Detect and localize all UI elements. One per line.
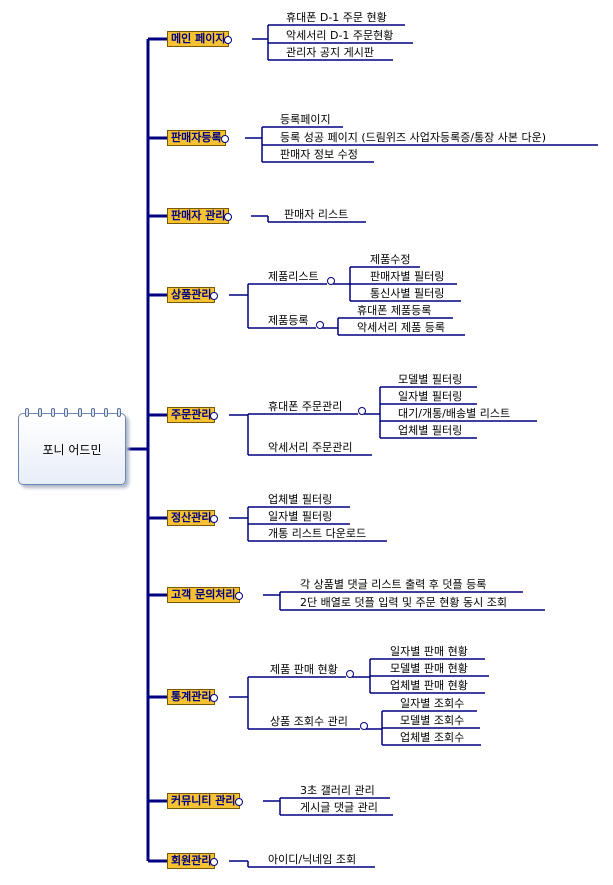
leaf-porder-1[interactable]: 일자별 필터링 xyxy=(398,390,463,403)
leaf-preg-1[interactable]: 악세서리 제품 등록 xyxy=(357,321,445,334)
leaf-sales-0[interactable]: 일자별 판매 현황 xyxy=(390,645,468,658)
leaf-inquiry-1[interactable]: 2단 배열로 덧플 입력 및 주문 현황 동시 조회 xyxy=(300,596,508,609)
root-node[interactable]: 포니 어드민 xyxy=(18,408,126,485)
leaf-porder-0[interactable]: 모델별 필터링 xyxy=(398,373,463,386)
group-product-list-dot xyxy=(327,277,335,285)
notebook-rings xyxy=(25,408,121,418)
section-order-management[interactable]: 주문관리 xyxy=(167,407,220,423)
group-view-count[interactable]: 상품 조회수 관리 xyxy=(270,715,348,728)
leaf-sales-1[interactable]: 모델별 판매 현황 xyxy=(390,662,468,675)
group-product-reg-dot xyxy=(316,321,324,329)
leaf-sales-2[interactable]: 업체별 판매 현황 xyxy=(390,679,468,692)
section-customer-inquiry[interactable]: 고객 문의처리 xyxy=(167,587,243,603)
leaf-community-0[interactable]: 3초 갤러리 관리 xyxy=(300,784,375,797)
leaf-main-1[interactable]: 악세서리 D-1 주문현황 xyxy=(286,29,394,42)
leaf-plist-1[interactable]: 판매자별 필터링 xyxy=(370,270,445,283)
group-sales-status[interactable]: 제품 판매 현황 xyxy=(270,663,338,676)
section-seller-registration[interactable]: 판매자등록 xyxy=(167,130,229,146)
group-product-list[interactable]: 제품리스트 xyxy=(268,270,319,283)
leaf-views-0[interactable]: 일자별 조회수 xyxy=(400,697,465,710)
group-sales-status-dot xyxy=(346,670,354,678)
leaf-settle-0[interactable]: 업체별 필터링 xyxy=(268,493,333,506)
group-view-count-dot xyxy=(360,722,368,730)
group-phone-orders-dot xyxy=(358,407,366,415)
leaf-main-0[interactable]: 휴대폰 D-1 주문 현황 xyxy=(286,11,387,24)
section-main-page[interactable]: 메인 페이지 xyxy=(167,31,233,47)
section-statistics[interactable]: 통계관리 xyxy=(167,689,220,705)
leaf-reg-2[interactable]: 판매자 정보 수정 xyxy=(280,148,358,161)
leaf-plist-2[interactable]: 통신사별 필터링 xyxy=(370,287,445,300)
leaf-reg-0[interactable]: 등록페이지 xyxy=(280,113,331,126)
leaf-porder-3[interactable]: 업체별 필터링 xyxy=(398,424,463,437)
section-settlement[interactable]: 정산관리 xyxy=(167,510,220,526)
group-product-reg[interactable]: 제품등록 xyxy=(268,314,309,327)
leaf-reg-1[interactable]: 등록 성공 페이지 (드림위즈 사업자등록증/통장 사본 다운) xyxy=(280,131,547,144)
group-phone-orders[interactable]: 휴대폰 주문관리 xyxy=(268,400,343,413)
leaf-settle-1[interactable]: 일자별 필터링 xyxy=(268,510,333,523)
leaf-community-1[interactable]: 게시글 댓글 관리 xyxy=(300,801,378,814)
section-seller-management[interactable]: 판매자 관리 xyxy=(167,208,233,224)
leaf-views-2[interactable]: 업체별 조회수 xyxy=(400,731,465,744)
section-members[interactable]: 회원관리 xyxy=(167,853,220,869)
group-acc-orders[interactable]: 악세서리 주문관리 xyxy=(268,441,353,454)
leaf-views-1[interactable]: 모델별 조회수 xyxy=(400,714,465,727)
leaf-plist-0[interactable]: 제품수정 xyxy=(370,253,411,266)
leaf-inquiry-0[interactable]: 각 상품별 댓글 리스트 출력 후 덧플 등록 xyxy=(300,578,487,591)
root-label: 포니 어드민 xyxy=(42,442,102,457)
leaf-settle-2[interactable]: 개통 리스트 다운로드 xyxy=(268,527,367,540)
leaf-sellermgmt-0[interactable]: 판매자 리스트 xyxy=(284,208,349,221)
section-community[interactable]: 커뮤니티 관리 xyxy=(167,793,243,809)
leaf-main-2[interactable]: 관리자 공지 게시판 xyxy=(286,46,374,59)
leaf-porder-2[interactable]: 대기/개통/배송별 리스트 xyxy=(398,407,511,420)
leaf-members-0[interactable]: 아이디/닉네임 조회 xyxy=(268,853,357,866)
section-product-management[interactable]: 상품관리 xyxy=(167,287,220,303)
leaf-preg-0[interactable]: 휴대폰 제품등록 xyxy=(357,304,432,317)
